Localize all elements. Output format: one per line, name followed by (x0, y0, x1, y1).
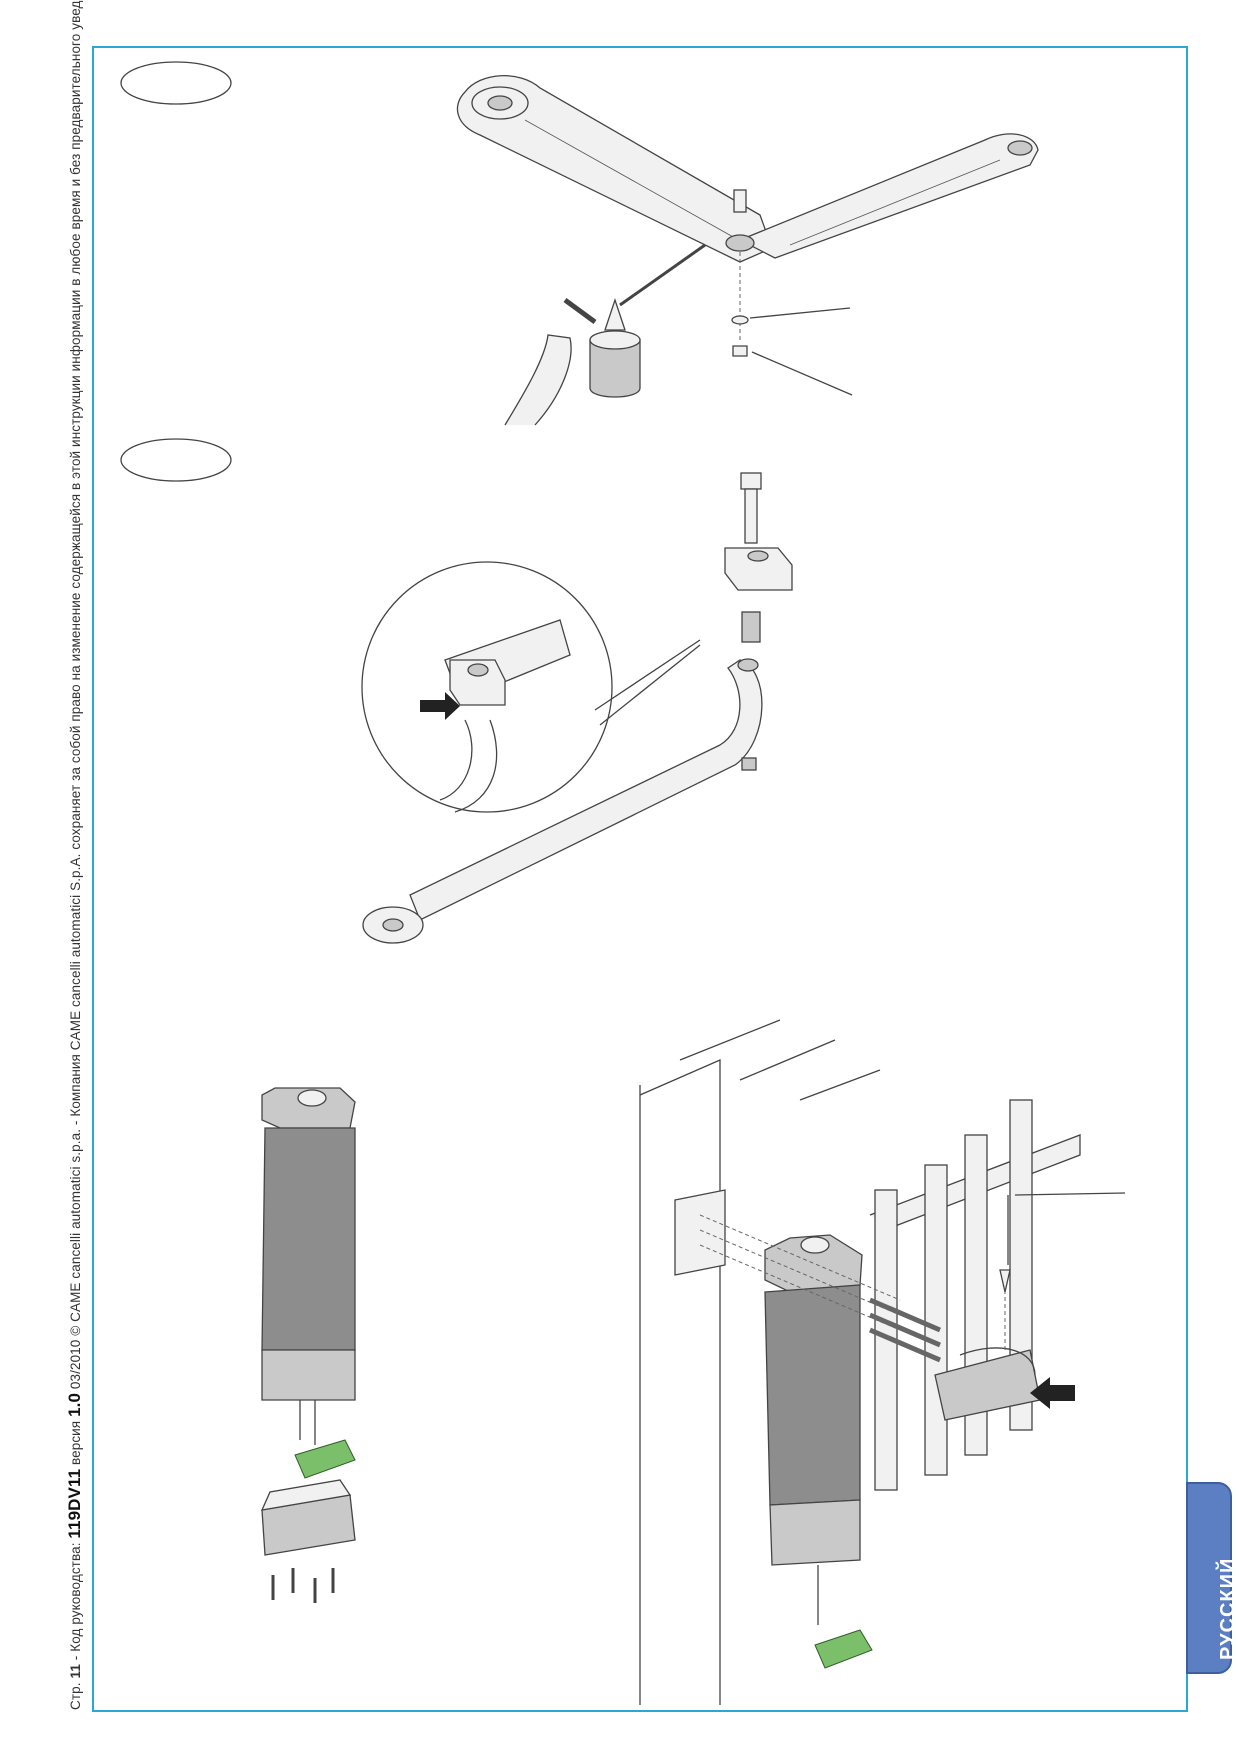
screw-icon (271, 1568, 335, 1603)
figure-motor-cover (260, 1087, 356, 1603)
figure-number-bubble-2 (120, 438, 232, 482)
figure-curved-arm (120, 438, 793, 944)
motor-base (261, 1349, 356, 1401)
leader-line-screw (1014, 1192, 1126, 1196)
figure-motor-mounting (639, 1019, 1126, 1705)
bracket-screw (999, 1269, 1011, 1293)
figure-arm-lubrication (120, 61, 1039, 426)
lower-arm (738, 133, 1039, 259)
zoom-leader-top (594, 639, 701, 711)
mounted-motor-body (764, 1284, 861, 1506)
push-arrow-icon-2 (1030, 1377, 1075, 1409)
curved-arm (409, 659, 763, 921)
gate-bar-2 (924, 1164, 948, 1476)
leader-line-washer (749, 307, 851, 319)
motor-body (261, 1127, 356, 1351)
detail-adapter (449, 659, 506, 706)
leader-line-nut (751, 351, 853, 396)
mounted-circuit-board (814, 1629, 873, 1669)
joint-hub (725, 234, 755, 252)
bolt-icon (740, 472, 762, 544)
page-frame (92, 46, 1188, 1712)
push-arrow-icon (420, 692, 460, 720)
bolt-guide-lines (699, 1214, 901, 1331)
oil-can-icon (563, 243, 706, 398)
hand (504, 334, 572, 426)
motor-cables (299, 1400, 316, 1445)
mounting-bolts (869, 1297, 941, 1363)
motor-top-cap (261, 1087, 356, 1129)
zoom-leader-bottom (599, 644, 701, 726)
arm-pivot-hole (487, 95, 513, 111)
language-tab[interactable]: РУССКИЙ (1186, 1482, 1239, 1674)
circuit-board (294, 1439, 356, 1479)
arm-nut (741, 757, 757, 771)
gate-bar-4 (1009, 1099, 1033, 1431)
motor-mounted (764, 1234, 873, 1669)
detail-zoom-circle (361, 561, 613, 813)
nut (732, 345, 748, 357)
wall-plate (674, 1189, 726, 1276)
bushing (741, 611, 761, 643)
figure-number-bubble-1 (120, 61, 232, 105)
adapter-block (724, 547, 793, 591)
arm-end-hole (1007, 140, 1033, 156)
joint-bolt (733, 189, 747, 213)
washer (731, 315, 749, 325)
